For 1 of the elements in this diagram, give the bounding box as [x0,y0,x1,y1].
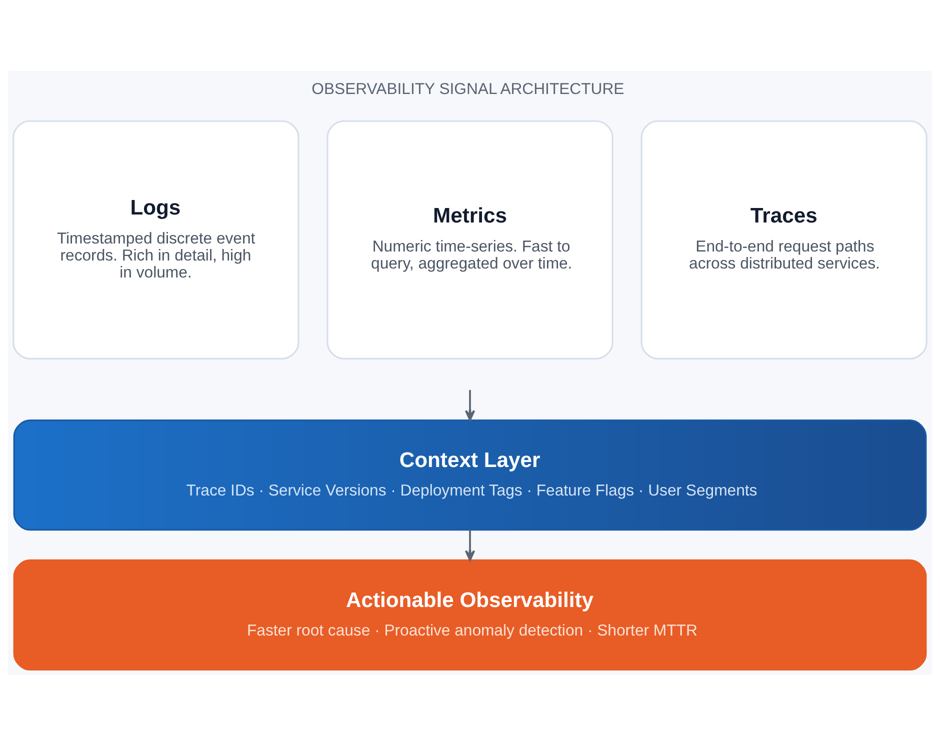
diagram-title: OBSERVABILITY SIGNAL ARCHITECTURE [312,80,624,98]
